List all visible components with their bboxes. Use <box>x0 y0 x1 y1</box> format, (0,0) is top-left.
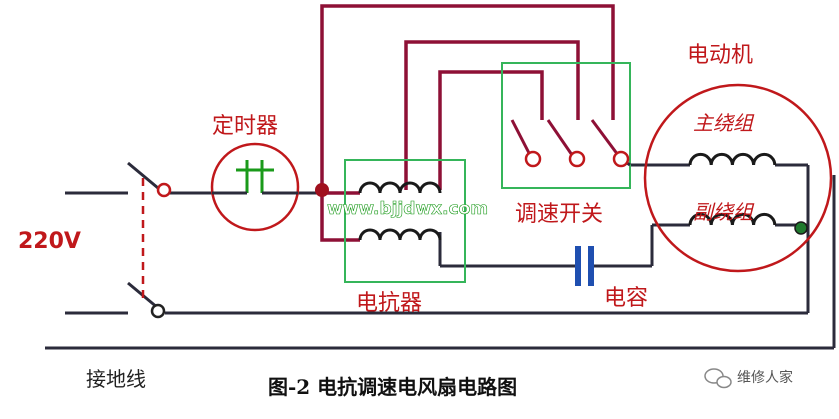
switch-contact-high <box>612 150 630 168</box>
figure-caption: 图-2 电抗调速电风扇电路图 <box>268 375 517 399</box>
motor-label: 电动机 <box>687 43 753 68</box>
main-switch-contact-top <box>156 182 172 198</box>
capacitor-plate-right <box>588 246 594 286</box>
reactor-box <box>344 159 466 283</box>
reactor <box>344 159 466 283</box>
wire-high-speed <box>320 4 615 193</box>
aux-winding-label: 副绕组 <box>693 200 755 224</box>
switch-contact-medium <box>568 150 586 168</box>
junction-dot <box>315 183 329 197</box>
switch-blade-low <box>510 119 532 156</box>
capacitor-plate-left <box>575 246 581 286</box>
timer <box>210 142 300 232</box>
timer-circle <box>210 142 300 232</box>
reactor-coil-lower <box>358 228 442 241</box>
motor-circle <box>643 83 833 273</box>
watermark-text: www.bjjdwx.com <box>327 199 488 219</box>
capacitor <box>575 246 594 286</box>
ground-wire-label: 接地线 <box>86 367 146 391</box>
speed-switch-box <box>501 62 631 189</box>
main-winding-label: 主绕组 <box>693 111 755 135</box>
supply-wiring <box>45 161 836 350</box>
speed-switch-label: 调速开关 <box>515 202 603 227</box>
wechat-bubble-icon <box>704 368 732 389</box>
aux-winding-coil <box>688 212 777 226</box>
capacitor-label: 电容 <box>604 286 648 311</box>
voltage-label: 220V <box>18 229 81 254</box>
reactor-label: 电抗器 <box>356 291 422 316</box>
timer-label: 定时器 <box>212 114 278 139</box>
wire-low-speed <box>438 70 544 190</box>
switch-contact-low <box>524 150 542 168</box>
speed-switch <box>501 62 631 189</box>
motor <box>643 83 833 273</box>
switch-blade-medium <box>546 119 574 156</box>
main-switch-blade-top <box>127 161 159 190</box>
wire-medium-speed <box>404 40 580 190</box>
wire-junction-to-lower-coil <box>320 193 360 242</box>
switch-blade-high <box>590 119 620 156</box>
main-winding-coil <box>688 152 777 166</box>
main-switch-contact-bottom <box>150 303 166 319</box>
reactor-coil-upper <box>358 181 442 194</box>
brand-name: 维修人家 <box>737 369 793 386</box>
motor-junction-dot <box>794 221 808 235</box>
